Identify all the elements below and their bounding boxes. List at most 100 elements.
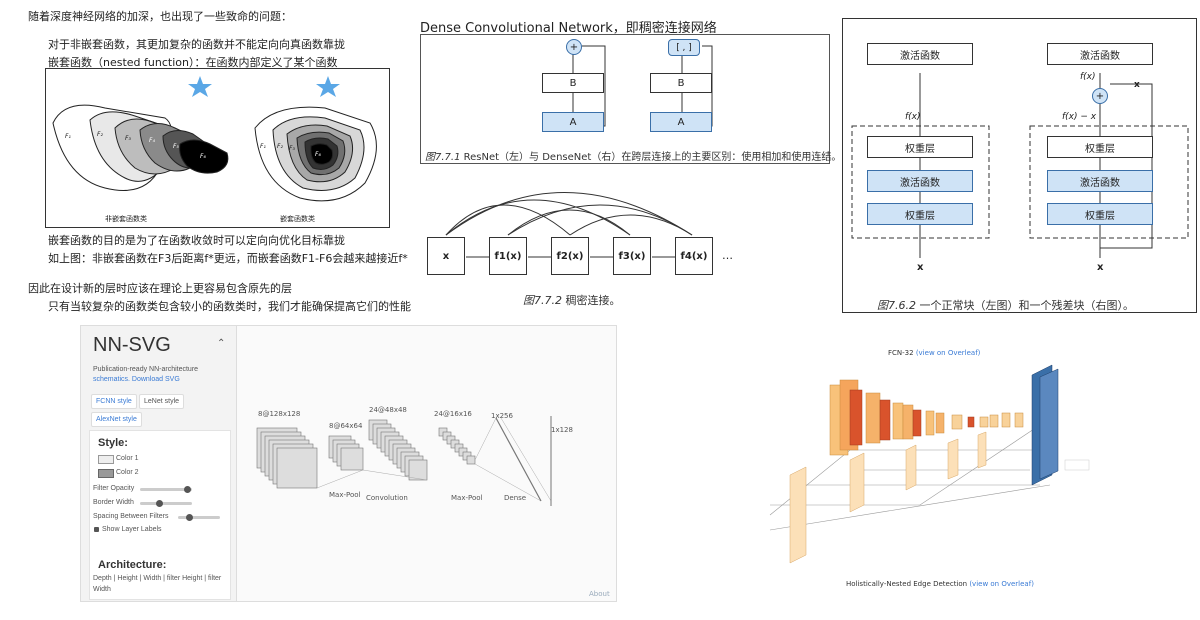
fcn-caption-overleaf-link[interactable]: (view on Overleaf) (969, 580, 1034, 588)
layer-dim-4: 24@16x16 (434, 410, 472, 418)
dense-connection-diagram (445, 192, 693, 258)
caption-text: 一个正常块（左图）和一个残差块（右图）。 (916, 299, 1134, 312)
left-weight-layer-2: 权重层 (867, 203, 973, 225)
add-circle: + (566, 39, 582, 55)
fcn-diagram (769, 364, 1090, 564)
layer-dim-6: 1x128 (551, 426, 573, 434)
resnet-box-a: A (542, 112, 604, 132)
svg-text:F₂: F₂ (97, 131, 103, 138)
color-1-swatch[interactable] (98, 455, 114, 464)
note-line-4: 嵌套函数的目的是为了在函数收敛时可以定向向优化目标靠拢 (48, 234, 345, 247)
nnsvg-desc-1: Publication-ready NN-architecture (93, 366, 199, 373)
dense-node-x: x (427, 237, 465, 275)
right-weight-layer-1: 权重层 (1047, 136, 1153, 158)
star-icon (316, 76, 340, 97)
svg-text:F₁: F₁ (65, 133, 71, 140)
color-1-label: Color 1 (116, 455, 139, 462)
filter-opacity-label: Filter Opacity (93, 485, 135, 492)
architecture-desc-2: Width (93, 586, 111, 593)
layer-name-1: Max-Pool (329, 491, 361, 499)
right-input-x: x (1097, 262, 1104, 273)
caption-text: 稠密连接。 (562, 294, 621, 307)
right-fx-label: f(x) (1080, 72, 1096, 82)
nnsvg-sidebar: NN-SVG ⌃ Publication-ready NN-architectu… (81, 326, 237, 601)
slider-knob[interactable] (156, 500, 163, 507)
right-activation-top: 激活函数 (1047, 43, 1153, 65)
chevron-up-icon[interactable]: ⌃ (217, 338, 226, 349)
nested-function-diagram: F₁ F₂ F₃ F₄ F₅ F₆ F₁ F₂ F₃ F₆ (45, 68, 390, 228)
about-link[interactable]: About (589, 590, 610, 598)
note-line-2: 对于非嵌套函数，其更加复杂的函数并不能定向向真函数靠拢 (48, 38, 345, 51)
resnet-box-b: B (542, 73, 604, 93)
fcn-title: FCN-32 (view on Overleaf) (888, 349, 980, 357)
nnsvg-settings-card: Style: Color 1 Color 2 Filter Opacity Bo… (89, 430, 231, 600)
dense-node-f4: f4(x) (675, 237, 713, 275)
star-icon (188, 76, 212, 97)
layer-dim-3: 24@48x48 (369, 406, 407, 414)
label-non-nested: 非嵌套函数类 (105, 215, 147, 223)
style-header: Style: (98, 437, 128, 449)
border-width-label: Border Width (93, 499, 134, 506)
layer-dim-2: 8@64x64 (329, 422, 363, 430)
caption-text: ResNet（左）与 DenseNet（右）在跨层连接上的主要区别：使用相加和使… (460, 152, 842, 163)
resnet-vs-densenet-diagram (420, 34, 830, 164)
right-weight-layer-2: 权重层 (1047, 203, 1153, 225)
caption-fig-number: 图7.7.2 (523, 294, 562, 307)
tab-fcnn-style[interactable]: FCNN style (91, 394, 137, 409)
note-line-5: 如上图：非嵌套函数在F3后距离f*更远，而嵌套函数F1-F6会越来越接近f* (48, 252, 408, 265)
svg-text:F₄: F₄ (149, 137, 155, 144)
svg-text:F₃: F₃ (125, 135, 131, 142)
dense-ellipsis: … (722, 249, 733, 262)
svg-text:F₁: F₁ (260, 143, 266, 150)
left-activation-mid: 激活函数 (867, 170, 973, 192)
layer-dim-5: 1x256 (491, 412, 513, 420)
left-input-x: x (917, 262, 924, 273)
left-fx-label: f(x) (905, 112, 921, 122)
left-activation-top: 激活函数 (867, 43, 973, 65)
densenet-title: Dense Convolutional Network，即稠密连接网络 (420, 21, 717, 36)
color-2-label: Color 2 (116, 469, 139, 476)
label-nested: 嵌套函数类 (280, 215, 315, 223)
concat-box: [ , ] (668, 39, 700, 56)
layer-name-3: Max-Pool (451, 494, 483, 502)
tab-alexnet-style[interactable]: AlexNet style (91, 412, 142, 427)
fcn-overleaf-link[interactable]: (view on Overleaf) (915, 349, 981, 357)
layer-dim-1: 8@128x128 (258, 410, 301, 418)
note-line-6: 因此在设计新的层时应该在理论上更容易包含原先的层 (28, 282, 292, 295)
left-weight-layer-1: 权重层 (867, 136, 973, 158)
note-line-1: 随着深度神经网络的加深，也出现了一些致命的问题： (28, 10, 292, 23)
resblock-caption: 图7.6.2 一个正常块（左图）和一个残差块（右图）。 (877, 297, 1134, 313)
nnsvg-desc-2[interactable]: schematics. Download SVG (93, 376, 180, 383)
slider-knob[interactable] (186, 514, 193, 521)
svg-text:F₆: F₆ (315, 151, 321, 158)
show-labels-checkbox[interactable] (94, 527, 99, 532)
tab-lenet-style[interactable]: LeNet style (139, 394, 185, 409)
color-2-swatch[interactable] (98, 469, 114, 478)
dense-node-f1: f1(x) (489, 237, 527, 275)
right-activation-mid: 激活函数 (1047, 170, 1153, 192)
densenet-caption-2: 图7.7.2 稠密连接。 (523, 292, 621, 308)
right-fx-minus-x-label: f(x) − x (1062, 112, 1097, 122)
densenet-caption-1: 图7.7.1 ResNet（左）与 DenseNet（右）在跨层连接上的主要区别… (425, 148, 841, 163)
fcn-caption: Holistically-Nested Edge Detection (view… (846, 580, 1034, 588)
spacing-label: Spacing Between Filters (93, 513, 169, 520)
spacing-slider[interactable] (178, 514, 220, 521)
filter-opacity-slider[interactable] (140, 486, 192, 493)
lenet-diagram (256, 416, 552, 506)
border-width-slider[interactable] (140, 500, 192, 507)
fcn-caption-text: Holistically-Nested Edge Detection (846, 580, 970, 588)
fcn-title-text: FCN-32 (888, 349, 916, 357)
caption-fig-number: 图7.6.2 (877, 299, 916, 312)
show-labels-label: Show Layer Labels (102, 526, 162, 533)
architecture-desc-1: Depth | Height | Width | filter Height |… (93, 575, 222, 582)
nnsvg-title: NN-SVG (93, 334, 171, 356)
svg-text:F₆: F₆ (200, 153, 206, 160)
caption-fig-number: 图7.7.1 (425, 152, 461, 163)
note-line-7: 只有当较复杂的函数类包含较小的函数类时，我们才能确保提高它们的性能 (48, 300, 411, 313)
slider-knob[interactable] (184, 486, 191, 493)
layer-name-4: Dense (504, 494, 527, 502)
right-skip-x: x (1134, 80, 1140, 90)
architecture-header: Architecture: (98, 559, 167, 571)
svg-text:F₂: F₂ (277, 143, 283, 150)
svg-text:F₃: F₃ (289, 145, 295, 152)
